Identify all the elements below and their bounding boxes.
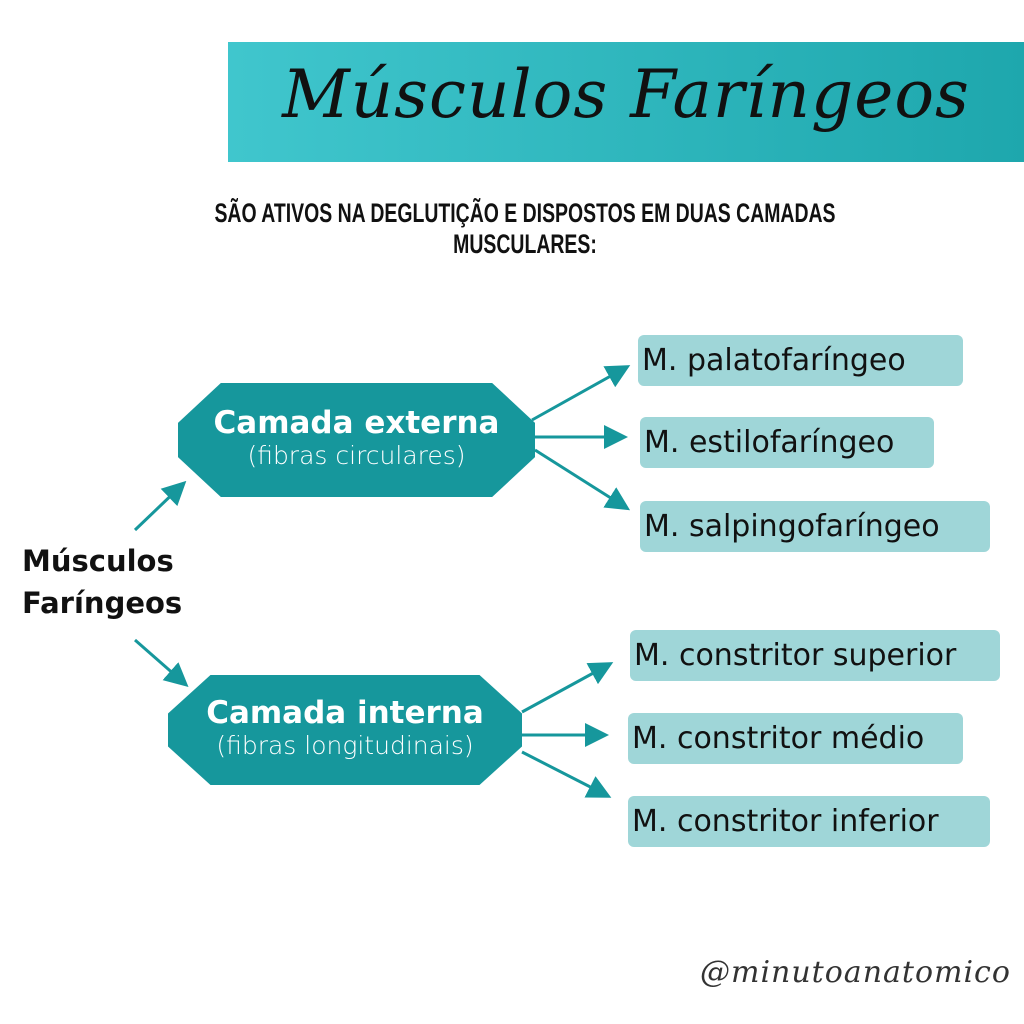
arrow-internal-3 [521,750,612,798]
author-handle: @minutoanatomico [700,955,1011,990]
arrow-root-to-external [133,480,187,532]
root-node: Músculos Faríngeos [22,540,182,624]
layer-subtitle: (fibras circulares) [247,441,466,470]
layer-node-external: Camada externa (fibras circulares) [178,383,535,497]
layer-title: Camada externa [213,405,500,441]
muscle-box: M. palatofaríngeo [638,335,963,386]
page-subtitle: SÃO ATIVOS NA DEGLUTIÇÃO E DISPOSTOS EM … [214,198,836,259]
layer-title: Camada interna [206,695,484,731]
arrow-external-3 [534,448,631,511]
muscle-box: M. constritor inferior [628,796,990,847]
layer-node-internal: Camada interna (fibras longitudinais) [168,675,522,785]
title-banner: Músculos Faríngeos [228,42,1024,162]
muscle-box: M. salpingofaríngeo [640,501,990,552]
muscle-box: M. constritor médio [628,713,963,764]
root-label-line2: Faríngeos [22,586,183,620]
arrow-external-1 [531,365,631,422]
muscle-box: M. estilofaríngeo [640,417,934,468]
arrow-root-to-internal [134,638,189,687]
root-label-line1: Músculos [22,544,174,578]
layer-subtitle: (fibras longitudinais) [216,731,474,760]
muscle-box: M. constritor superior [630,630,1000,681]
page-title: Músculos Faríngeos [282,56,970,133]
arrow-internal-1 [521,662,614,714]
